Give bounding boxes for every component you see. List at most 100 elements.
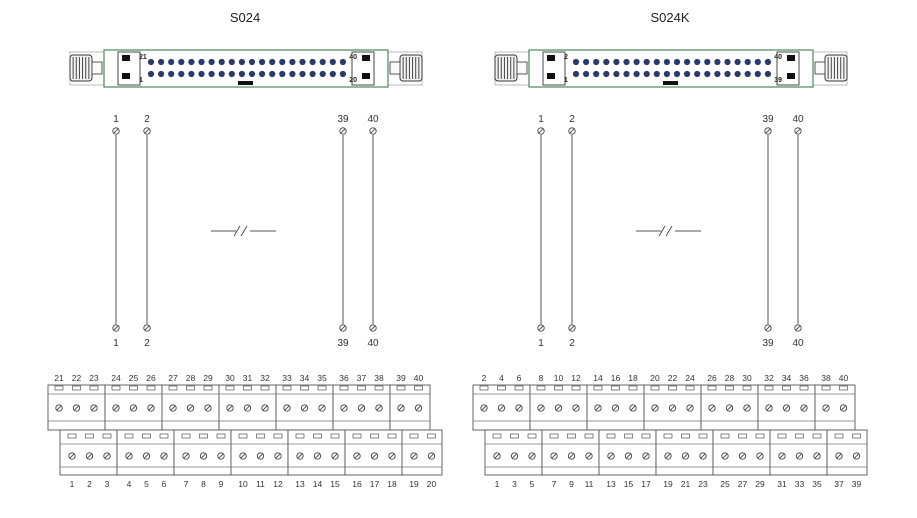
terminal-tab [102, 433, 112, 439]
terminal-block-top [643, 384, 702, 431]
terminal-label-top: 26 [146, 373, 156, 383]
terminal-block-bottom [598, 429, 657, 476]
terminal-tab [497, 385, 506, 391]
connector-pin [744, 58, 751, 66]
terminal-screw [585, 452, 593, 460]
terminal-screw [493, 452, 501, 460]
wire-label-top: 1 [538, 114, 544, 125]
latch-block [787, 73, 795, 79]
connector-pin [309, 58, 316, 66]
terminal-screw [699, 452, 707, 460]
terminal-block-top [700, 384, 759, 431]
connector-pin [643, 58, 650, 66]
terminal-label-top: 24 [685, 373, 695, 383]
terminal-tab [821, 385, 831, 391]
terminal-tab [225, 385, 235, 391]
wire-end-bottom [794, 324, 802, 332]
terminal-screw [510, 452, 519, 460]
terminal-label-bottom: 13 [295, 479, 305, 489]
wire-label-top: 40 [792, 114, 804, 125]
terminal-tab [85, 433, 94, 439]
terminal-label-bottom: 7 [552, 479, 557, 489]
connector-pin [168, 58, 175, 66]
terminal-label-top: 32 [764, 373, 774, 383]
connector-pin [269, 58, 276, 66]
terminal-tab [755, 433, 765, 439]
connector-pin [583, 70, 590, 78]
terminal-block-bottom [541, 429, 600, 476]
terminal-screw [274, 452, 282, 460]
terminal-block-bottom [655, 429, 714, 476]
terminal-screw [414, 404, 423, 412]
terminal-screw [668, 404, 677, 412]
connector-pin [744, 70, 751, 78]
terminal-label-bottom: 1 [70, 479, 75, 489]
ejector-latch [69, 54, 103, 82]
connector-pin [208, 58, 215, 66]
terminal-block-top [472, 384, 531, 431]
wire-label-bottom: 39 [762, 338, 774, 349]
terminal-tab [782, 385, 791, 391]
terminal-tab [317, 385, 327, 391]
terminal-label-bottom: 18 [387, 479, 397, 489]
terminal-label-bottom: 33 [795, 479, 805, 489]
terminal-screw [813, 452, 821, 460]
terminal-label-top: 34 [782, 373, 792, 383]
terminal-label-top: 6 [517, 373, 522, 383]
latch-block [122, 55, 130, 61]
connector-pin [673, 58, 681, 66]
connector-pin [339, 58, 346, 66]
terminal-screw [199, 452, 208, 460]
terminal-tab [738, 433, 747, 439]
wire-label-bottom: 40 [367, 338, 379, 349]
terminal-label-bottom: 37 [834, 479, 844, 489]
terminal-label-bottom: 21 [681, 479, 691, 489]
terminal-tab [256, 433, 265, 439]
terminal-screw [515, 404, 523, 412]
terminal-tab [764, 385, 774, 391]
terminal-label-bottom: 39 [852, 479, 862, 489]
connector-pin [653, 70, 660, 78]
terminal-screw [318, 404, 326, 412]
terminal-screw [353, 452, 361, 460]
connector-pin [188, 58, 195, 66]
terminal-tab [681, 433, 690, 439]
terminal-tab [663, 433, 673, 439]
connector-pin [593, 58, 600, 66]
terminal-label-top: 8 [539, 373, 544, 383]
terminal-tab [624, 433, 633, 439]
terminal-label-top: 28 [186, 373, 196, 383]
terminal-screw [182, 452, 190, 460]
terminal-tab [238, 433, 248, 439]
terminal-screw [800, 404, 808, 412]
terminal-screw [651, 404, 659, 412]
terminal-tab [510, 433, 519, 439]
connector-pin [248, 70, 256, 78]
connector-pin [228, 58, 235, 66]
terminal-label-bottom: 5 [530, 479, 535, 489]
terminal-label-top: 12 [571, 373, 581, 383]
terminal-label-bottom: 17 [370, 479, 380, 489]
terminal-tab [799, 385, 809, 391]
wire-end-bottom [764, 324, 772, 332]
terminal-screw [765, 404, 773, 412]
terminal-screw [68, 452, 76, 460]
terminal-label-bottom: 3 [105, 479, 110, 489]
terminal-tab [282, 385, 292, 391]
connector-pin [309, 70, 316, 78]
terminal-label-bottom: 15 [624, 479, 634, 489]
terminal-screw [169, 404, 177, 412]
terminal-label-bottom: 15 [330, 479, 340, 489]
connector-pin [178, 58, 185, 66]
terminal-screw [55, 404, 63, 412]
wire-2: 22 [143, 114, 151, 349]
terminal-label-top: 33 [282, 373, 292, 383]
pin-label: 20 [349, 77, 357, 84]
terminal-screw [375, 404, 383, 412]
latch-block [122, 73, 130, 79]
connector-pin [198, 58, 205, 66]
terminal-screw [90, 404, 98, 412]
pin-label: 40 [774, 54, 782, 61]
terminal-label-top: 34 [300, 373, 310, 383]
terminal-label-bottom: 1 [495, 479, 500, 489]
